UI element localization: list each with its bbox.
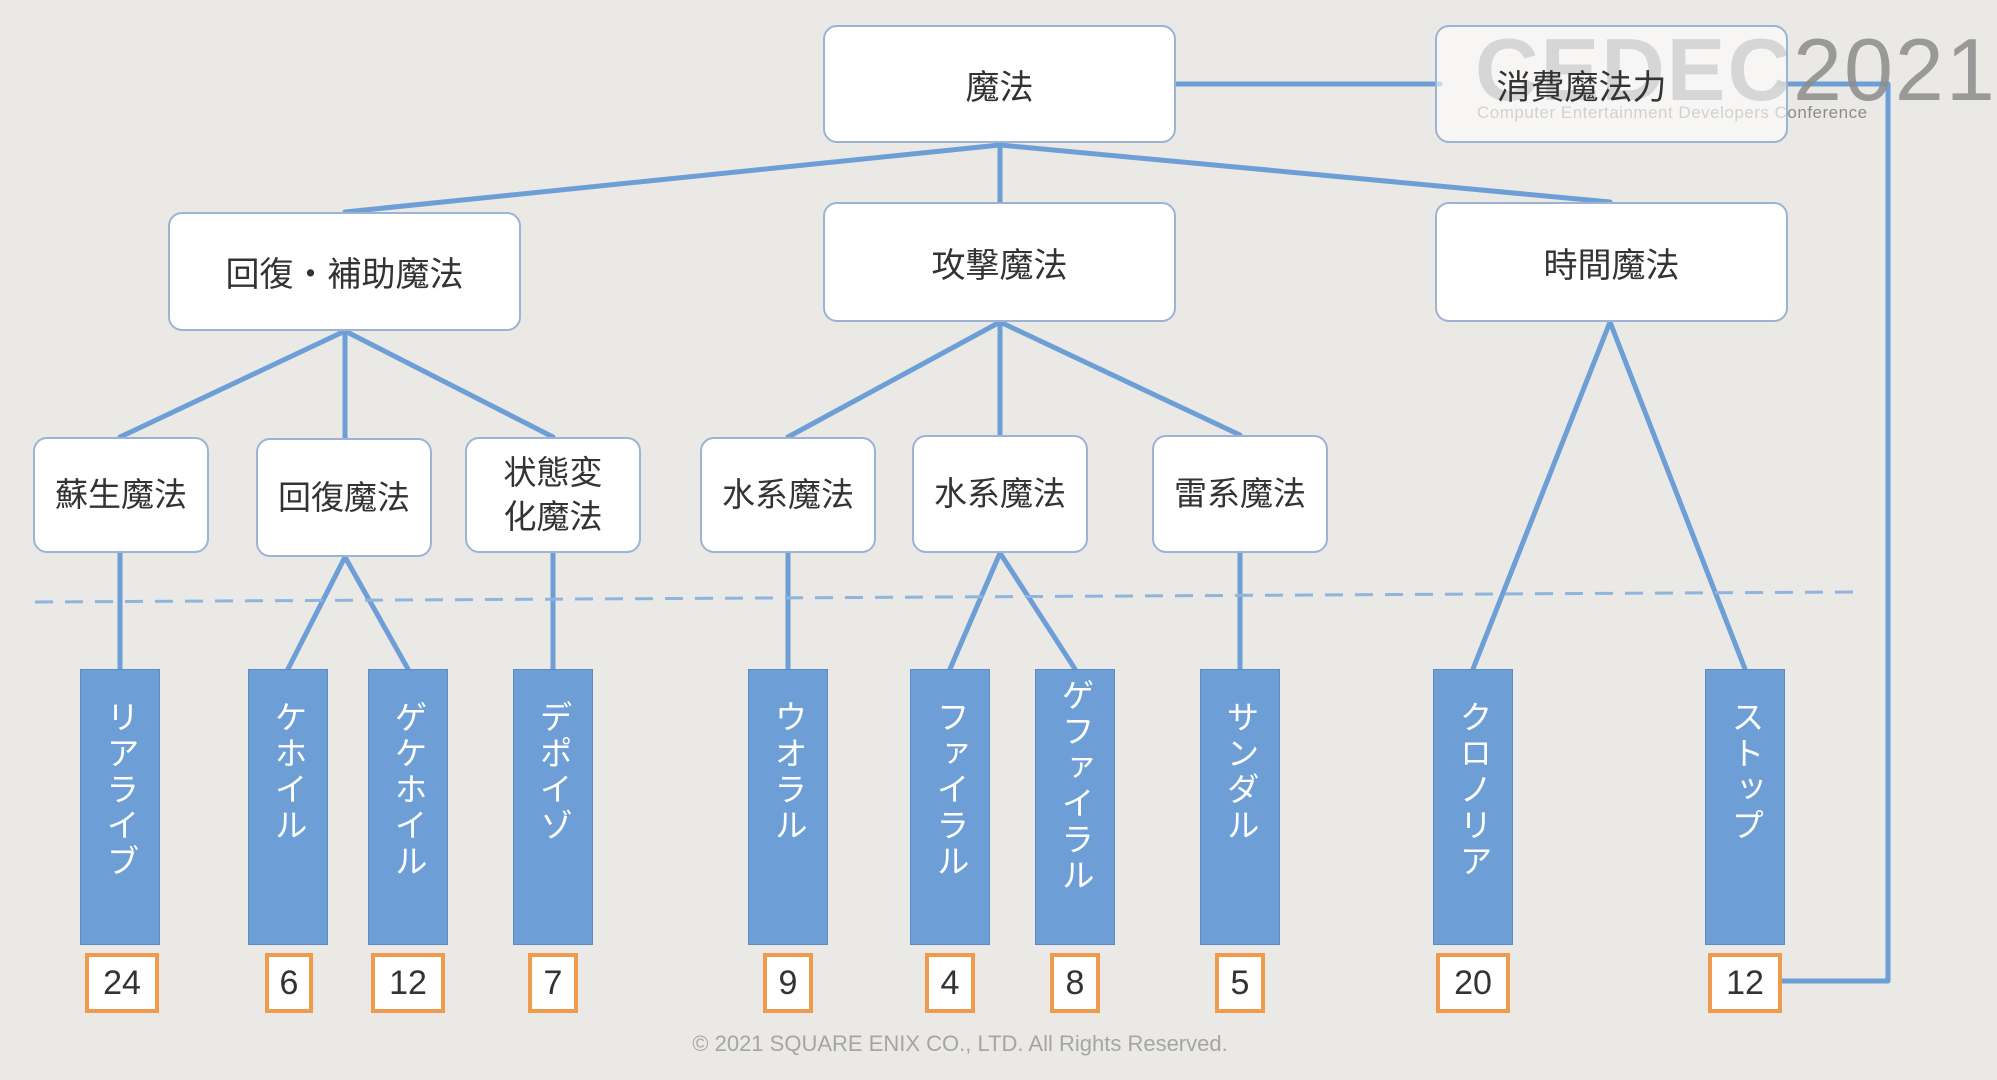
node-label: 状態変化魔法 [503,453,603,536]
spell-bar: ゲファイラル [1035,669,1115,945]
connector-recovery-status [342,328,556,440]
mp-cost-box: 20 [1436,953,1510,1013]
node-label: 回復魔法 [278,477,410,517]
node-sub-heal: 回復魔法 [256,438,432,557]
spell-bar: クロノリア [1433,669,1513,945]
mp-cost-value: 8 [1065,963,1085,1002]
connector-root-recovery [342,142,1003,215]
mp-cost-value: 12 [389,963,427,1002]
node-cost-label: 消費魔法力 [1435,25,1788,143]
mp-cost-value: 7 [543,963,563,1002]
spell-name: ウオラル [769,700,808,844]
node-label: 回復・補助魔法 [225,255,464,295]
mp-cost-box: 5 [1215,953,1265,1013]
node-sub-thunder: 雷系魔法 [1152,435,1328,553]
node-label: 攻撃魔法 [931,245,1068,286]
connector-attack-water1 [785,319,1003,440]
node-label: 魔法 [965,67,1034,108]
mp-cost-value: 5 [1230,963,1250,1002]
node-label: 水系魔法 [934,474,1066,513]
connector-root-time [997,142,1613,205]
mp-cost-box: 8 [1050,953,1100,1013]
mp-cost-value: 9 [778,963,798,1002]
connector-time-spell2 [1607,319,1748,672]
connector-heal-spell2 [342,554,411,672]
mp-cost-value: 20 [1454,963,1492,1002]
spell-name: ゲファイラル [1056,678,1095,894]
connector-cost-loop [1777,81,1891,984]
spell-bar: リアライブ [80,669,160,945]
spell-bar: ゲケホイル [368,669,448,945]
mp-cost-box: 6 [265,953,313,1013]
mp-cost-box: 24 [85,953,159,1013]
spell-name: ケホイル [269,700,308,844]
mp-cost-value: 4 [940,963,960,1002]
spell-bar: ウオラル [748,669,828,945]
mp-cost-value: 24 [103,963,141,1002]
mp-cost-box: 4 [925,953,975,1013]
node-label: 消費魔法力 [1496,67,1667,108]
spell-bar: ファイラル [910,669,990,945]
node-category-recovery: 回復・補助魔法 [168,212,521,331]
copyright-notice: © 2021 SQUARE ENIX CO., LTD. All Rights … [692,1031,1228,1056]
mp-cost-value: 6 [279,963,299,1002]
spell-name: クロノリア [1454,700,1493,880]
node-label: 時間魔法 [1543,245,1680,286]
connector-recovery-revive [117,328,348,440]
spell-bar: ストップ [1705,669,1785,945]
spell-name: ファイラル [931,700,970,880]
mp-cost-box: 12 [371,953,445,1013]
connector-lines [34,81,1891,984]
connector-attack-thunder [997,319,1243,438]
node-sub-water-1: 水系魔法 [700,437,876,553]
node-sub-water-2: 水系魔法 [912,435,1088,553]
mp-cost-box: 7 [528,953,578,1013]
mp-cost-box: 9 [763,953,813,1013]
node-category-attack: 攻撃魔法 [823,202,1176,322]
spell-bar: サンダル [1200,669,1280,945]
spell-name: ゲケホイル [389,700,428,880]
level-divider [34,590,1856,604]
connector-water2-spell1 [947,550,1003,672]
node-label: 水系魔法 [722,475,854,514]
node-root: 魔法 [823,25,1176,143]
spell-bar: ケホイル [248,669,328,945]
node-label: 蘇生魔法 [55,475,187,514]
spell-name: サンダル [1221,700,1260,844]
spell-bar: デポイゾ [513,669,593,945]
spell-name: デポイゾ [534,700,573,844]
node-label: 雷系魔法 [1174,474,1306,513]
spell-name: ストップ [1726,700,1765,844]
node-sub-status: 状態変化魔法 [465,437,641,553]
mp-cost-value: 12 [1726,963,1764,1002]
spell-name: リアライブ [101,700,140,880]
connector-time-spell1 [1470,319,1613,672]
node-category-time: 時間魔法 [1435,202,1788,322]
connector-water2-spell2 [997,550,1078,672]
connector-heal-spell1 [285,554,348,672]
node-sub-revive: 蘇生魔法 [33,437,209,553]
mp-cost-box: 12 [1708,953,1782,1013]
